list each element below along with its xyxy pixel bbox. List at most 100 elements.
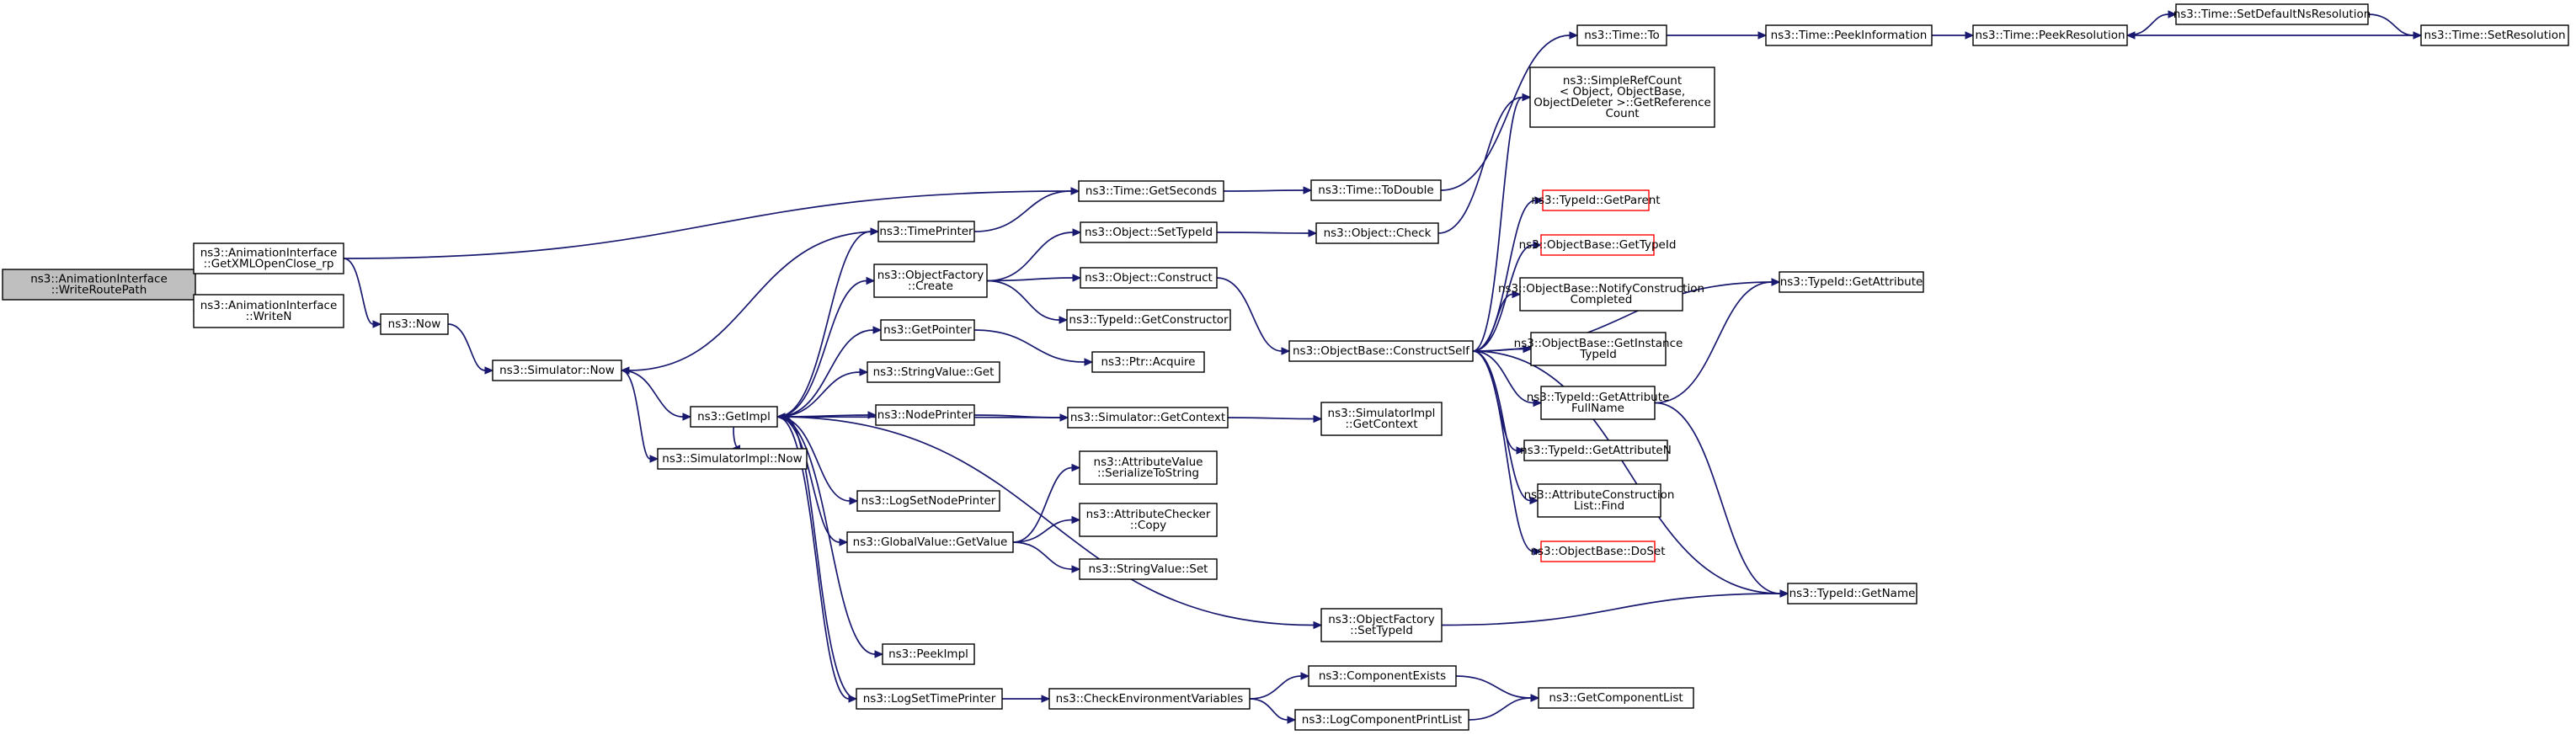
edge-arrowhead xyxy=(1313,620,1323,630)
node-label: ns3::GlobalValue::GetValue xyxy=(853,535,1008,549)
node-getxmlopenclose[interactable]: ns3::AnimationInterface::GetXMLOpenClose… xyxy=(193,242,344,274)
node-label: ns3::ObjectFactory xyxy=(877,269,984,282)
edge-line xyxy=(343,258,374,325)
node-box xyxy=(1048,688,1251,710)
edge-arrowhead xyxy=(1516,446,1526,455)
node-logcomponentprintlist[interactable]: ns3::LogComponentPrintList xyxy=(1294,709,1469,731)
node-objectfactory-settypeid[interactable]: ns3::ObjectFactory::SetTypeId xyxy=(1320,608,1443,642)
node-label: ns3::TypeId::GetAttribute xyxy=(1527,391,1670,404)
node-simplerefcount[interactable]: ns3::SimpleRefCount< Object, ObjectBase,… xyxy=(1529,67,1715,128)
edge-line xyxy=(776,231,872,418)
edge-time-todouble-to-time-to xyxy=(1440,31,1579,191)
node-typeid-getparent[interactable]: ns3::TypeId::GetParent xyxy=(1531,189,1661,211)
node-componentexists[interactable]: ns3::ComponentExists xyxy=(1308,665,1457,687)
node-typeid-getconstructor[interactable]: ns3::TypeId::GetConstructor xyxy=(1066,309,1231,331)
node-box xyxy=(1079,503,1218,537)
node-object-settypeid[interactable]: ns3::Object::SetTypeId xyxy=(1080,221,1218,243)
node-nodeprinter[interactable]: ns3::NodePrinter xyxy=(875,404,975,426)
edge-arrowhead xyxy=(1281,347,1291,355)
node-object-check[interactable]: ns3::Object::Check xyxy=(1315,222,1439,244)
node-box xyxy=(1765,24,1933,46)
edge-arrowhead xyxy=(1569,31,1579,40)
edge-line xyxy=(776,371,861,418)
edge-line xyxy=(1468,697,1532,721)
node-ptr-acquire[interactable]: ns3::Ptr::Acquire xyxy=(1091,351,1205,373)
edge-globalvalue-getvalue-to-attributevalue-serialize xyxy=(1012,463,1081,543)
edge-arrowhead xyxy=(872,326,883,334)
node-label: ns3::Simulator::Now xyxy=(499,364,615,377)
node-box xyxy=(1540,541,1656,562)
node-now[interactable]: ns3::Now xyxy=(380,313,449,335)
node-typeid-getattribute[interactable]: ns3::TypeId::GetAttribute xyxy=(1779,271,1924,293)
node-box xyxy=(1519,277,1683,312)
node-object-construct[interactable]: ns3::Object::Construct xyxy=(1080,267,1218,289)
node-simulator-getcontext[interactable]: ns3::Simulator::GetContext xyxy=(1067,407,1229,429)
node-getimpl[interactable]: ns3::GetImpl xyxy=(690,406,778,428)
node-box xyxy=(1320,608,1443,642)
node-objectfactory-create[interactable]: ns3::ObjectFactory::Create xyxy=(873,264,988,298)
node-objectbase-constructself[interactable]: ns3::ObjectBase::ConstructSelf xyxy=(1288,340,1474,362)
node-time-to[interactable]: ns3::Time::To xyxy=(1576,24,1667,46)
node-attributevalue-serialize[interactable]: ns3::AttributeValue::SerializeToString xyxy=(1079,450,1218,485)
node-checkenvvars[interactable]: ns3::CheckEnvironmentVariables xyxy=(1048,688,1251,710)
node-label: ns3::GetComponentList xyxy=(1549,691,1683,705)
node-writen[interactable]: ns3::AnimationInterface::WriteN xyxy=(193,294,344,328)
node-globalvalue-getvalue[interactable]: ns3::GlobalValue::GetValue xyxy=(846,531,1014,553)
node-time-todouble[interactable]: ns3::Time::ToDouble xyxy=(1310,179,1442,201)
node-typeid-getname[interactable]: ns3::TypeId::GetName xyxy=(1787,583,1917,605)
node-label: ns3::Object::Construct xyxy=(1085,271,1213,285)
node-box xyxy=(877,221,975,242)
node-label: ns3::NodePrinter xyxy=(877,408,973,422)
node-logsetnodeprinter[interactable]: ns3::LogSetNodePrinter xyxy=(856,490,1000,512)
node-getcomponentlist[interactable]: ns3::GetComponentList xyxy=(1538,687,1694,709)
node-box xyxy=(882,643,975,665)
node-label: ns3::AttributeValue xyxy=(1094,455,1203,469)
node-simulatorimpl-getcontext[interactable]: ns3::SimulatorImpl::GetContext xyxy=(1320,402,1443,436)
node-attributechecker-copy[interactable]: ns3::AttributeChecker::Copy xyxy=(1079,503,1218,537)
node-label: ns3::ObjectBase::ConstructSelf xyxy=(1293,344,1470,358)
edge-arrowhead xyxy=(1313,414,1323,423)
node-typeid-getattributen[interactable]: ns3::TypeId::GetAttributeN xyxy=(1520,439,1672,461)
node-label: ns3::GetPointer xyxy=(883,323,972,337)
node-stringvalue-set[interactable]: ns3::StringValue::Set xyxy=(1079,558,1218,580)
node-logsettimeprinter[interactable]: ns3::LogSetTimePrinter xyxy=(856,688,1003,710)
edge-arrowhead xyxy=(1530,694,1540,702)
node-stringvalue-get[interactable]: ns3::StringValue::Get xyxy=(867,361,1000,383)
edge-line xyxy=(1012,541,1073,570)
edge-objectfactory-settypeid-to-typeid-getname xyxy=(1441,589,1789,626)
edge-line xyxy=(1472,200,1536,352)
node-objectbase-notify[interactable]: ns3::ObjectBase::NotifyConstructionCompl… xyxy=(1498,277,1704,312)
node-label: Count xyxy=(1605,107,1639,120)
edge-getxmlopenclose-to-now xyxy=(343,258,382,328)
node-label: ::SetTypeId xyxy=(1350,624,1413,637)
node-objectbase-gettypeid[interactable]: ns3::ObjectBase::GetTypeId xyxy=(1519,234,1677,256)
node-time-peekinformation[interactable]: ns3::Time::PeekInformation xyxy=(1765,24,1933,46)
node-objectbase-doset[interactable]: ns3::ObjectBase::DoSet xyxy=(1530,541,1666,562)
node-time-getseconds[interactable]: ns3::Time::GetSeconds xyxy=(1078,180,1224,202)
node-timeprinter[interactable]: ns3::TimePrinter xyxy=(877,221,975,242)
edge-typeid-getattributefullname-to-typeid-getname xyxy=(1654,402,1789,598)
node-getpointer[interactable]: ns3::GetPointer xyxy=(880,319,975,341)
node-time-setdefaultnsresolution[interactable]: ns3::Time::SetDefaultNsResolution xyxy=(2173,3,2371,25)
edge-arrowhead xyxy=(1533,241,1543,249)
node-box xyxy=(1080,267,1218,289)
edge-arrowhead xyxy=(1303,186,1313,194)
edge-line xyxy=(776,416,840,543)
node-simulatorimpl-now[interactable]: ns3::SimulatorImpl::Now xyxy=(657,448,808,470)
node-label: ::SerializeToString xyxy=(1097,466,1199,480)
edge-arrowhead xyxy=(372,320,382,328)
node-label: ns3::TypeId::GetAttribute xyxy=(1780,275,1923,289)
node-label: ns3::SimulatorImpl::Now xyxy=(662,452,802,466)
node-simulator-now[interactable]: ns3::Simulator::Now xyxy=(492,360,622,381)
node-label: ns3::StringValue::Get xyxy=(873,365,995,379)
edge-time-peekinformation-to-time-peekresolution xyxy=(1932,31,1975,40)
node-time-peekresolution[interactable]: ns3::Time::PeekResolution xyxy=(1972,24,2128,46)
node-peekimpl[interactable]: ns3::PeekImpl xyxy=(882,643,975,665)
node-time-setresolution[interactable]: ns3::Time::SetResolution xyxy=(2420,24,2569,46)
node-label: < Object, ObjectBase, xyxy=(1560,85,1685,99)
node-writeroutepath[interactable]: ns3::AnimationInterface::WriteRoutePath xyxy=(2,269,196,301)
node-label: ns3::Now xyxy=(388,317,441,331)
